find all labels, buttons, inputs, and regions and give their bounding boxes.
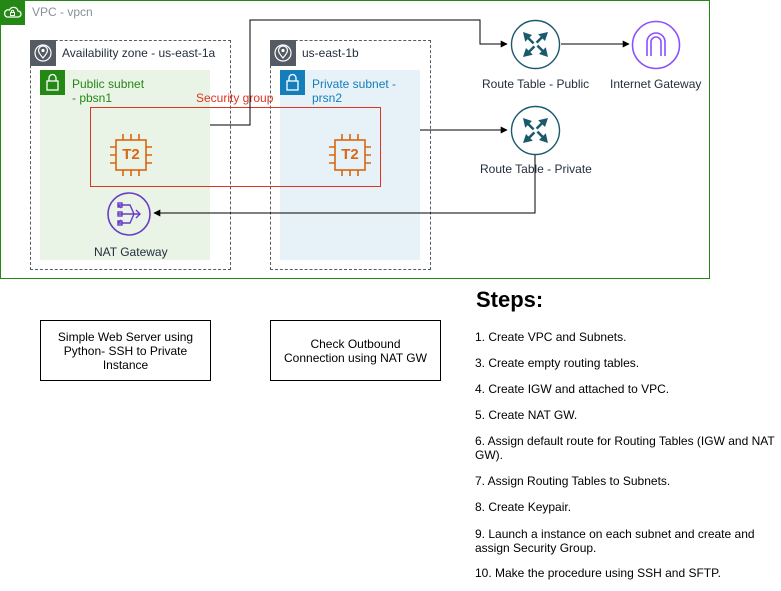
router-icon — [510, 105, 561, 156]
lock-icon — [40, 70, 65, 95]
note-outbound-check-text: Check Outbound Connection using NAT GW — [284, 336, 427, 365]
step-item: 4. Create IGW and attached to VPC. — [475, 382, 670, 396]
location-pin-icon — [30, 40, 56, 66]
step-item: 3. Create empty routing tables. — [475, 356, 640, 370]
public-subnet-label-line1: Public subnet — [72, 77, 145, 91]
public-subnet — [40, 70, 210, 260]
availability-zone-b-label: us-east-1b — [302, 46, 359, 60]
step-item: 8. Create Keypair. — [475, 500, 572, 514]
note-web-server-text: Simple Web Server using Python- SSH to P… — [57, 329, 194, 372]
ec2-instance-icon: T2 — [107, 131, 155, 179]
step-item: 1. Create VPC and Subnets. — [475, 330, 627, 344]
note-web-server: Simple Web Server using Python- SSH to P… — [40, 320, 211, 381]
vpc-cloud-icon — [0, 0, 25, 25]
public-subnet-to-route-table-public-line — [210, 19, 508, 126]
vpc-container — [0, 0, 710, 279]
route-table-private-to-nat-line — [153, 155, 536, 217]
instance-type-label: T2 — [122, 146, 140, 163]
public-subnet-label-line2: - pbsn1 — [72, 91, 113, 105]
route-table-public-label: Route Table - Public — [482, 77, 590, 91]
security-group-box — [90, 107, 381, 187]
private-subnet-label-line1: Private subnet - — [312, 77, 397, 91]
note-outbound-check: Check Outbound Connection using NAT GW — [270, 320, 441, 381]
internet-gateway-label: Internet Gateway — [610, 77, 702, 91]
step-item: 5. Create NAT GW. — [475, 408, 578, 422]
step-item: 6. Assign default route for Routing Tabl… — [475, 434, 775, 462]
router-icon — [510, 19, 561, 70]
nat-gateway-icon — [106, 191, 152, 237]
nat-gateway-label: NAT Gateway — [94, 245, 168, 259]
instance-type-label: T2 — [341, 146, 359, 163]
public-subnet-label: Public subnet - pbsn1 — [72, 77, 144, 105]
step-item: 10. Make the procedure using SSH and SFT… — [475, 566, 721, 580]
private-subnet — [280, 70, 420, 260]
step-item: 9. Launch a instance on each subnet and … — [475, 527, 755, 555]
step-item: 7. Assign Routing Tables to Subnets. — [475, 474, 671, 488]
location-pin-icon — [270, 40, 296, 66]
availability-zone-a — [30, 40, 231, 270]
private-subnet-label-line2: prsn2 — [312, 91, 343, 105]
route-table-private-label: Route Table - Private — [480, 162, 592, 176]
internet-gateway-icon — [631, 20, 681, 70]
availability-zone-b — [270, 40, 431, 270]
security-group-label: Security group — [196, 91, 274, 105]
steps-title: Steps: — [476, 287, 544, 312]
availability-zone-a-label: Availability zone - us-east-1a — [62, 46, 216, 60]
private-subnet-label: Private subnet - prsn2 — [312, 77, 396, 105]
ec2-instance-icon: T2 — [326, 131, 374, 179]
vpc-label: VPC - vpcn — [32, 5, 93, 19]
lock-icon — [280, 70, 305, 95]
